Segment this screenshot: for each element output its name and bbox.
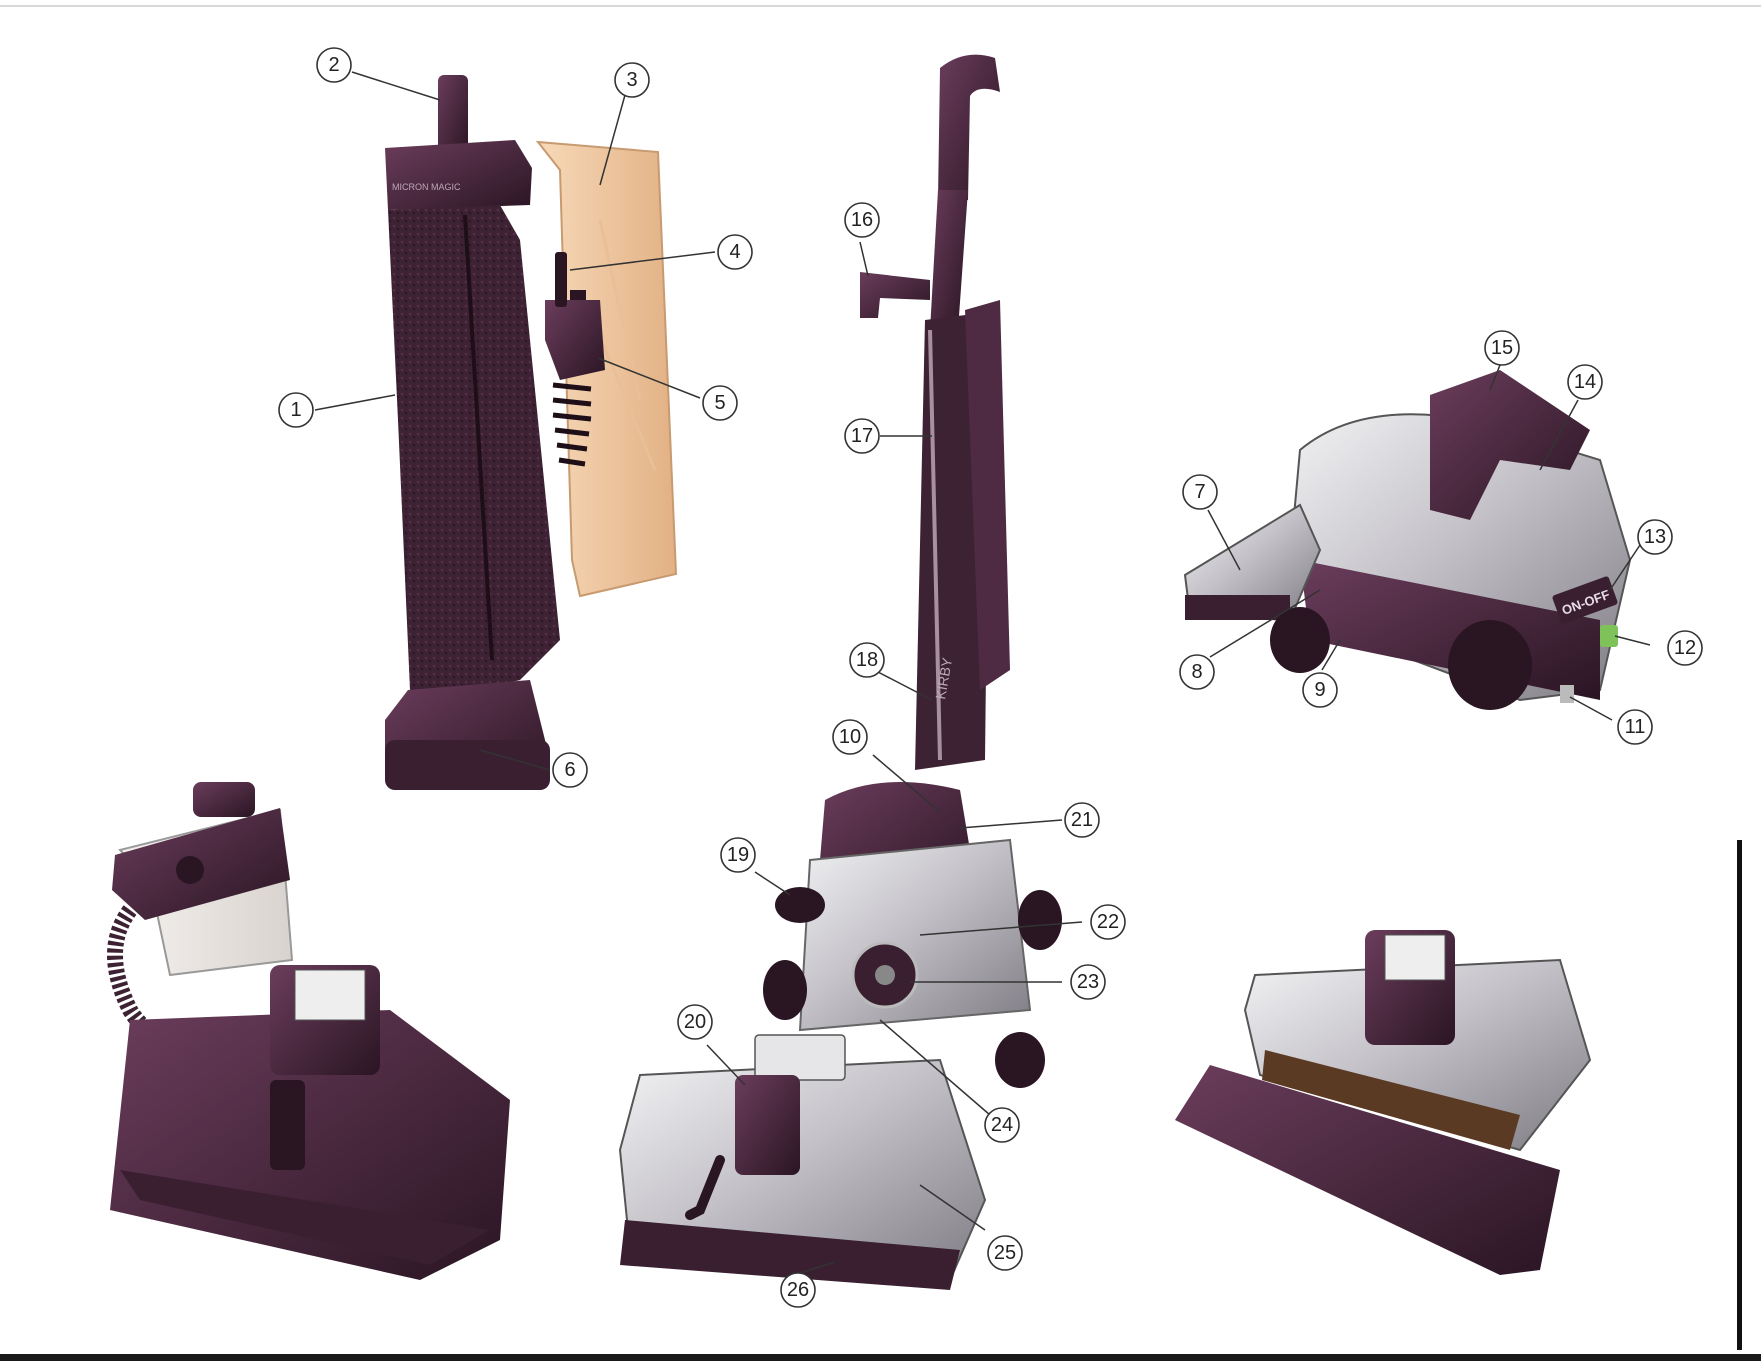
callout-10-number: 10	[839, 726, 861, 748]
callout-14: 14	[1568, 365, 1602, 399]
callout-5-number: 5	[714, 392, 725, 414]
bottom-border	[0, 1354, 1761, 1361]
callout-16-number: 16	[851, 209, 873, 231]
callout-3-number: 3	[626, 69, 637, 91]
motor-unit: ON-OFF	[1185, 370, 1630, 710]
callout-24-number: 24	[991, 1114, 1013, 1136]
callout-22: 22	[1091, 905, 1125, 939]
callout-2-number: 2	[328, 54, 339, 76]
callout-6: 6	[553, 753, 587, 787]
callout-6-number: 6	[564, 759, 575, 781]
callout-9-number: 9	[1314, 679, 1325, 701]
callout-7-number: 7	[1194, 481, 1205, 503]
micron-magic-logo: MICRON MAGIC	[392, 182, 461, 192]
callout-13-number: 13	[1644, 526, 1666, 548]
callout-17-number: 17	[851, 425, 873, 447]
callout-8-number: 8	[1191, 661, 1202, 683]
shampoo-elbow	[270, 1080, 305, 1170]
callout-25-number: 25	[994, 1242, 1016, 1264]
handle-grip	[938, 55, 1000, 200]
fill-tube-connector	[438, 75, 468, 155]
callout-15: 15	[1485, 331, 1519, 365]
callout-20-number: 20	[684, 1011, 706, 1033]
wheel-right	[1018, 890, 1062, 950]
nozzle-body	[800, 840, 1030, 1030]
wheel-front	[995, 1032, 1045, 1088]
callout-13: 13	[1638, 520, 1672, 554]
callout-18: 18	[850, 643, 884, 677]
callout-23-number: 23	[1077, 971, 1099, 993]
callout-26: 26	[781, 1273, 815, 1307]
motor-wheel-front	[1270, 607, 1330, 673]
upright-vacuum: KIRBY	[620, 55, 1062, 1290]
callout-12-number: 12	[1674, 637, 1696, 659]
callout-19: 19	[721, 838, 755, 872]
bag-top-cap	[385, 140, 532, 210]
callout-20: 20	[678, 1005, 712, 1039]
bag-clamp	[570, 290, 586, 300]
callout-25: 25	[988, 1236, 1022, 1270]
callout-11: 11	[1618, 710, 1652, 744]
callout-26-number: 26	[787, 1279, 809, 1301]
callout-18-number: 18	[856, 649, 878, 671]
callout-14-number: 14	[1574, 371, 1596, 393]
nozzle-height-dial	[735, 1075, 800, 1175]
handle-shaft	[930, 190, 968, 330]
callout-1-number: 1	[290, 399, 301, 421]
callout-5: 5	[703, 386, 737, 420]
callout-4-number: 4	[729, 241, 740, 263]
callout-16: 16	[845, 203, 879, 237]
outer-bag	[388, 205, 560, 700]
callout-10: 10	[833, 720, 867, 754]
cord-hook	[860, 272, 930, 318]
callout-21: 21	[1065, 803, 1099, 837]
callout-24: 24	[985, 1108, 1019, 1142]
shampoo-system	[110, 782, 510, 1280]
motor-wheel-rear	[1448, 620, 1532, 710]
callout-7: 7	[1183, 475, 1217, 509]
fill-tube-elbow	[545, 300, 605, 380]
tank-knob	[176, 856, 204, 884]
callout-21-number: 21	[1071, 809, 1093, 831]
callout-11-number: 11	[1625, 716, 1646, 738]
callout-9: 9	[1303, 673, 1337, 707]
callout-17: 17	[845, 419, 879, 453]
callout-19-number: 19	[727, 844, 749, 866]
callout-22-number: 22	[1097, 911, 1119, 933]
wheel-left	[763, 960, 807, 1020]
cord-plug	[1560, 685, 1574, 703]
nozzle-control-panel	[755, 1035, 845, 1080]
exhaust-outlet	[775, 887, 825, 923]
callout-4: 4	[718, 235, 752, 269]
callout-12: 12	[1668, 631, 1702, 665]
callout-8: 8	[1180, 655, 1214, 689]
callout-2: 2	[317, 48, 351, 82]
callout-1: 1	[279, 393, 313, 427]
callout-15-number: 15	[1491, 337, 1513, 359]
brush-attachment	[1175, 930, 1590, 1275]
callout-3: 3	[615, 63, 649, 97]
callout-23: 23	[1071, 965, 1105, 999]
tank-cap-ring	[193, 782, 255, 817]
bag-assembly: MICRON MAGIC	[385, 75, 676, 790]
right-edge-bar	[1737, 840, 1742, 1350]
